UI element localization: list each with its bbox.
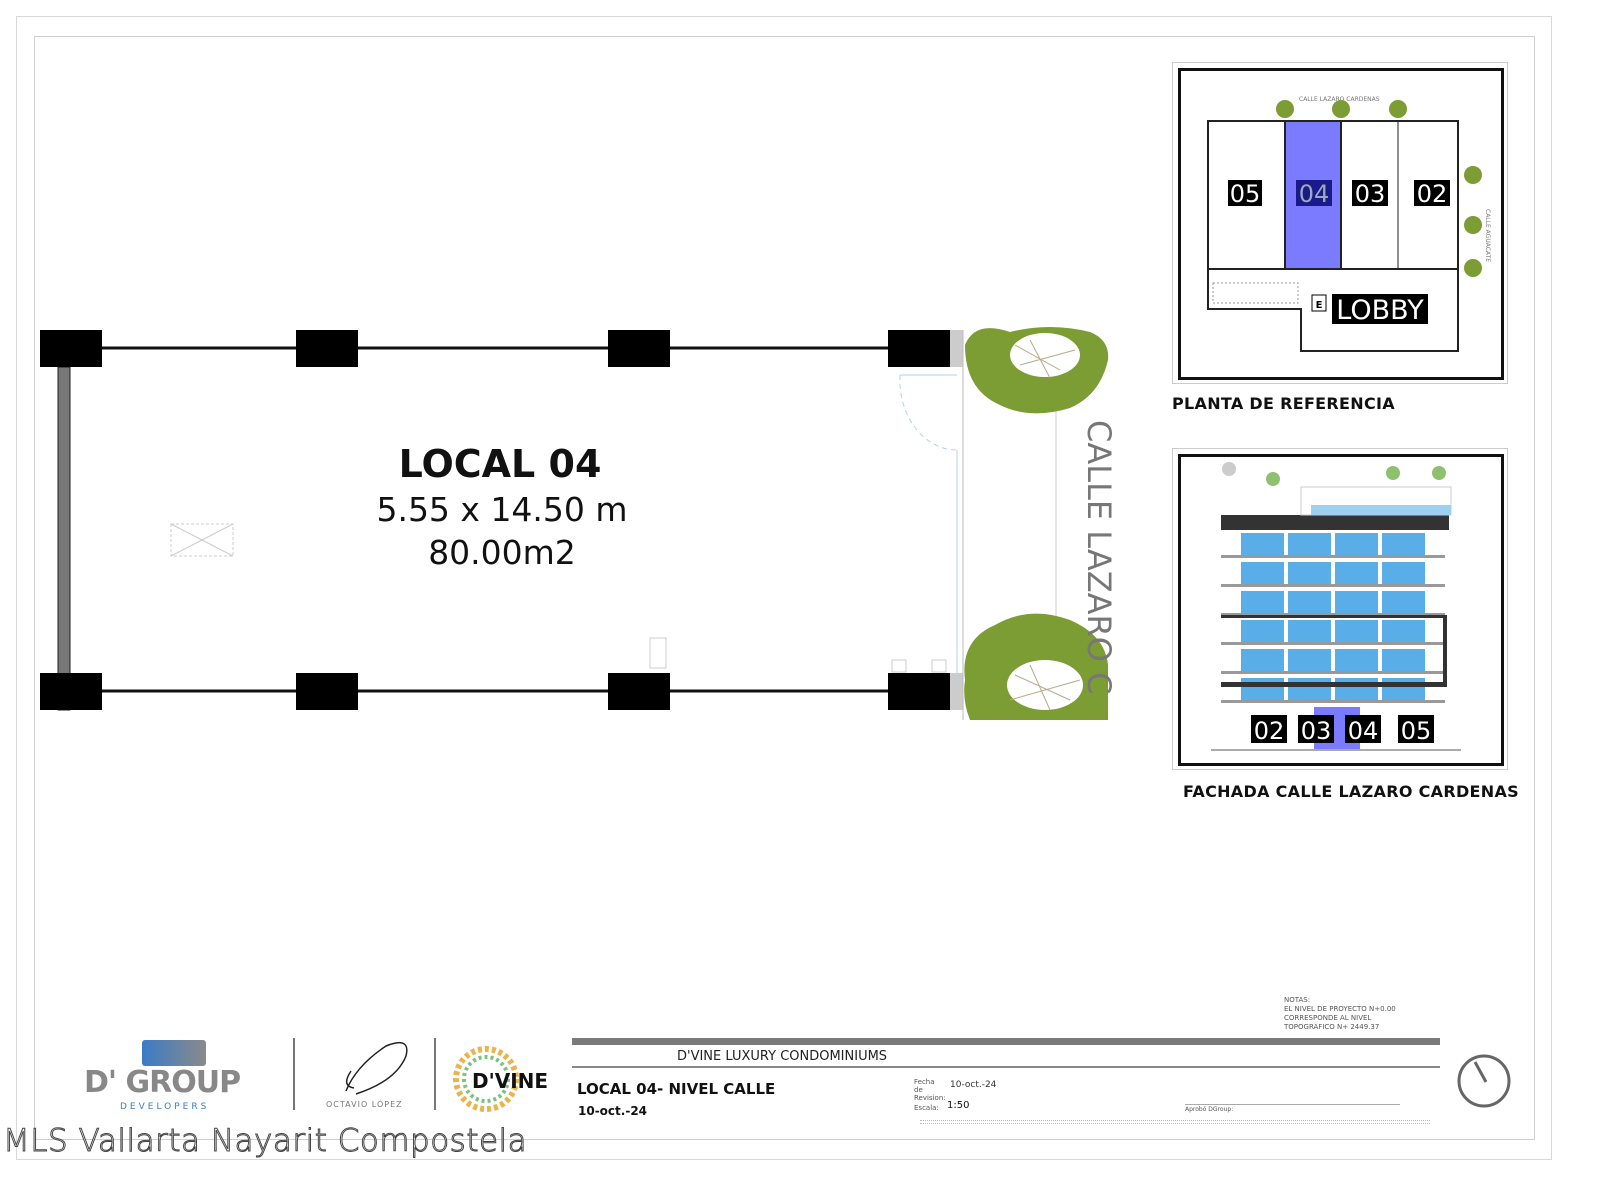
scale-value: 1:50 xyxy=(947,1100,970,1111)
svg-text:05: 05 xyxy=(1230,180,1261,208)
sheet-outer-border xyxy=(16,16,1552,1160)
window-bay xyxy=(1288,678,1331,700)
window-bay xyxy=(1382,591,1425,613)
north-arrow-icon xyxy=(1457,1054,1511,1108)
balcony-slab xyxy=(1221,671,1445,674)
dvine-logo: D'VINE xyxy=(450,1043,550,1115)
window-bay xyxy=(1241,620,1284,642)
elevator-label: E xyxy=(1316,300,1323,311)
revision-date: 10-oct.-24 xyxy=(950,1080,997,1090)
logo-divider xyxy=(293,1038,295,1110)
window-bay xyxy=(1241,649,1284,671)
window-bay xyxy=(1288,591,1331,613)
title-bar xyxy=(572,1038,1440,1045)
duct-marker xyxy=(170,523,947,673)
scale-label: Escala: xyxy=(914,1104,939,1112)
window-bay xyxy=(1241,678,1284,700)
ref-street-label: CALLE LAZARO CARDENAS xyxy=(1299,96,1380,103)
reference-plan-panel: CALLE LAZARO CARDENAS CALLE AGUACATE 05 … xyxy=(1172,62,1508,384)
window-bay xyxy=(1288,533,1331,555)
sheet-date: 10-oct.-24 xyxy=(578,1104,648,1118)
svg-text:03: 03 xyxy=(1301,717,1332,745)
sheet-title: LOCAL 04- NIVEL CALLE xyxy=(577,1080,776,1098)
window-bay xyxy=(1241,562,1284,584)
palm-icons xyxy=(1222,462,1446,486)
rear-wall xyxy=(57,366,71,711)
svg-text:02: 02 xyxy=(1417,180,1448,208)
svg-text:04: 04 xyxy=(1348,717,1379,745)
project-name: D'VINE LUXURY CONDOMINIUMS xyxy=(677,1049,888,1064)
facade-unit-labels: 02 03 04 05 xyxy=(1251,715,1434,745)
revision-label: Fecha de Revision: xyxy=(914,1078,946,1102)
notes: NOTAS: EL NIVEL DE PROYECTO N+0.00 CORRE… xyxy=(1284,996,1414,1032)
window-bay xyxy=(1241,533,1284,555)
svg-text:03: 03 xyxy=(1355,180,1386,208)
octavio-lopez-logo: OCTAVIO LÓPEZ xyxy=(326,1036,416,1111)
reference-plan: CALLE LAZARO CARDENAS CALLE AGUACATE 05 … xyxy=(1207,96,1491,352)
window-bay xyxy=(1382,649,1425,671)
lobby-label: LOBBY xyxy=(1336,295,1424,326)
window-bay xyxy=(1335,678,1378,700)
notes-line: CORRESPONDE AL NIVEL TOPOGRAFICO N+ 2449… xyxy=(1284,1014,1380,1031)
facade-caption: FACHADA CALLE LAZARO CARDENAS xyxy=(1183,782,1519,801)
logo-divider xyxy=(434,1038,436,1110)
svg-text:05: 05 xyxy=(1401,717,1432,745)
notes-line: EL NIVEL DE PROYECTO N+0.00 xyxy=(1284,1005,1396,1013)
facade-panel: 02 03 04 05 xyxy=(1172,448,1508,770)
tree-icon xyxy=(964,613,1108,720)
window-bay xyxy=(1382,678,1425,700)
dgroup-logo: D' GROUP DEVELOPERS xyxy=(84,1040,266,1120)
reference-plan-caption: PLANTA DE REFERENCIA xyxy=(1172,394,1395,413)
svg-text:02: 02 xyxy=(1254,717,1285,745)
svg-text:04: 04 xyxy=(1299,180,1330,208)
columns xyxy=(40,330,963,710)
sheet-inner-border xyxy=(34,36,1535,1140)
storefront-glazing xyxy=(899,374,958,690)
tree-icon xyxy=(965,327,1109,414)
window-bay xyxy=(1335,620,1378,642)
balcony-slab xyxy=(1221,700,1445,703)
dgroup-subtitle: DEVELOPERS xyxy=(120,1102,210,1112)
balcony-slab xyxy=(1221,555,1445,558)
balcony-slab xyxy=(1221,613,1445,616)
facade-elevation: 02 03 04 05 xyxy=(1211,462,1461,751)
window-bay xyxy=(1241,591,1284,613)
window-bay xyxy=(1335,649,1378,671)
balcony-slab xyxy=(1221,642,1445,645)
ref-side-street-label: CALLE AGUACATE xyxy=(1484,209,1491,262)
street-label: CALLE LAZARO C xyxy=(1080,420,1118,694)
architect-name: OCTAVIO LÓPEZ xyxy=(326,1100,403,1109)
notes-title: NOTAS: xyxy=(1284,996,1311,1004)
unit-area: 80.00m2 xyxy=(428,533,576,572)
floor-plan: CALLE LAZARO C LOCAL 04 5.55 x 14.50 m 8… xyxy=(40,327,1118,720)
window-bay xyxy=(1288,620,1331,642)
window-bay xyxy=(1288,649,1331,671)
unit-title: LOCAL 04 xyxy=(399,442,602,486)
window-bay xyxy=(1288,562,1331,584)
approval-line xyxy=(1185,1104,1400,1105)
unit-dimensions: 5.55 x 14.50 m xyxy=(376,490,627,529)
window-bay xyxy=(1335,591,1378,613)
fine-print xyxy=(920,1120,1430,1124)
ref-unit-labels: 05 04 03 02 xyxy=(1228,180,1450,208)
watermark: MLS Vallarta Nayarit Compostela xyxy=(2,1123,528,1159)
dgroup-wordmark: D' GROUP xyxy=(84,1065,241,1100)
window-bay xyxy=(1382,533,1425,555)
tree-icons xyxy=(1276,100,1482,277)
window-bay xyxy=(1335,533,1378,555)
window-bay xyxy=(1335,562,1378,584)
dvine-wordmark: D'VINE xyxy=(472,1069,549,1093)
divider xyxy=(572,1066,1440,1068)
approval-label: Aprobó DGroup: xyxy=(1185,1106,1234,1113)
balcony-slab xyxy=(1221,584,1445,587)
window-bay xyxy=(1382,562,1425,584)
window-bay xyxy=(1382,620,1425,642)
